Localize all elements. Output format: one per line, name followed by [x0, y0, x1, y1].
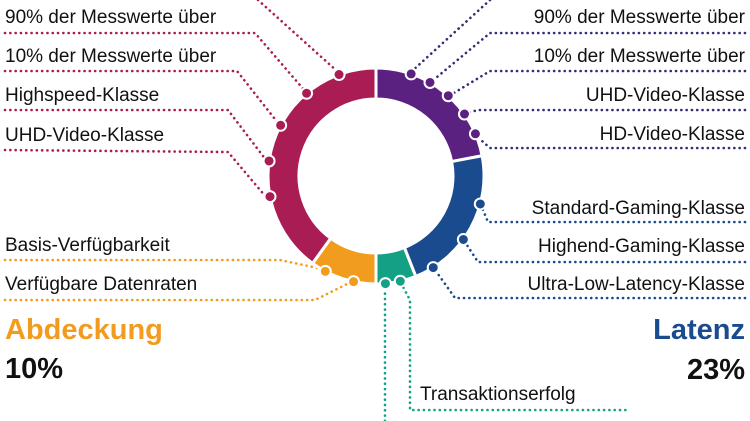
- ring-dot: [473, 197, 487, 211]
- connector-line: [462, 108, 747, 116]
- coverage-title: Abdeckung: [5, 314, 163, 346]
- left-label: UHD-Video-Klasse: [5, 125, 164, 146]
- ring-dot: [456, 232, 470, 246]
- donut-segment-crimson: [266, 66, 378, 266]
- ring-dot: [318, 264, 332, 278]
- coverage-label: Basis-Verfügbarkeit: [5, 235, 170, 256]
- left-label: 10% der Messwerte über: [5, 46, 217, 67]
- latency-label: Highend-Gaming-Klasse: [538, 236, 745, 257]
- ring-dot: [300, 86, 314, 100]
- ring-dot: [393, 274, 407, 288]
- connector-line: [256, 0, 340, 74]
- connector-line: [3, 31, 307, 93]
- connector-line: [3, 279, 355, 302]
- ring-dot: [274, 118, 288, 132]
- coverage-value: 10%: [5, 353, 63, 385]
- left-label: Highspeed-Klasse: [5, 85, 159, 106]
- ring-dot: [347, 275, 361, 289]
- ring-dot: [457, 107, 471, 121]
- ring-dot: [404, 67, 418, 81]
- right-label: HD-Video-Klasse: [600, 124, 745, 145]
- ring-dot: [426, 261, 440, 275]
- latency-label: Ultra-Low-Latency-Klasse: [527, 274, 745, 295]
- latency-label: Standard-Gaming-Klasse: [532, 198, 745, 219]
- right-label: 90% der Messwerte über: [534, 7, 746, 28]
- left-label: 90% der Messwerte über: [5, 7, 217, 28]
- ring-dot: [468, 127, 482, 141]
- ring-dot: [263, 190, 277, 204]
- connector-line: [3, 69, 280, 125]
- connector-line: [3, 148, 268, 199]
- connector-line: [447, 69, 747, 98]
- connector-line: [409, 0, 492, 74]
- connector-line: [431, 265, 747, 300]
- reliability-label: Transaktionserfolg: [420, 384, 576, 405]
- ring-dot: [441, 89, 455, 103]
- latency-title: Latenz: [653, 314, 745, 346]
- connector-line: [3, 258, 329, 272]
- ring-dot: [332, 68, 346, 82]
- connector-line: [399, 281, 632, 412]
- ring-dot: [262, 154, 276, 168]
- ring-dot: [378, 277, 392, 291]
- ring-dots: [262, 67, 487, 291]
- coverage-label: Verfügbare Datenraten: [5, 274, 197, 295]
- donut-segment-blue: [402, 154, 486, 279]
- connector-line: [461, 237, 747, 264]
- connector-line: [429, 31, 747, 84]
- right-label: 10% der Messwerte über: [534, 46, 746, 67]
- right-label: UHD-Video-Klasse: [586, 85, 745, 106]
- latency-value: 23%: [687, 354, 745, 386]
- connector-line: [3, 108, 268, 162]
- ring-dot: [423, 75, 437, 89]
